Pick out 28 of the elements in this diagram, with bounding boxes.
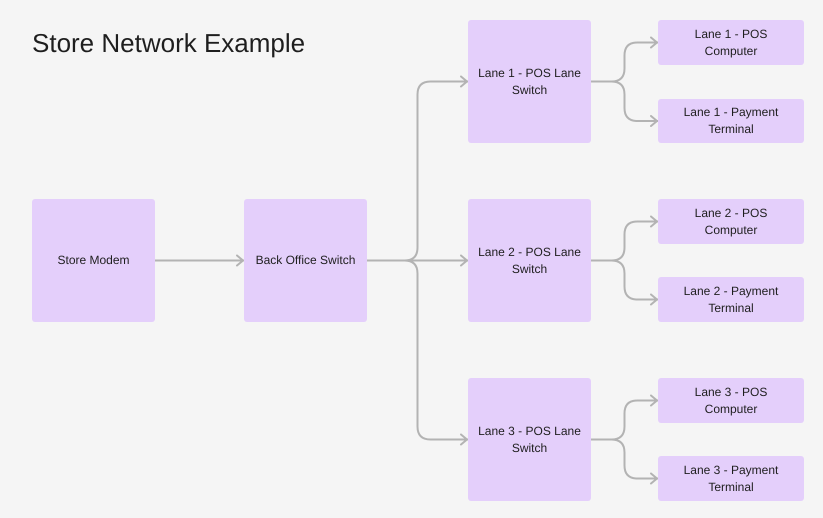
node-label: Store Modem	[57, 252, 130, 269]
device-box	[658, 20, 804, 65]
connector-arrow	[591, 260, 658, 306]
diagram-title: Store Network Example	[32, 28, 306, 59]
device-box	[658, 378, 804, 423]
connector-arrow	[155, 254, 244, 266]
device-box	[468, 20, 591, 143]
connector-arrow	[367, 260, 468, 446]
device-box	[658, 99, 804, 143]
node-label: Lane 1 - POS Lane Switch	[478, 64, 581, 98]
device-box	[468, 378, 591, 501]
node-label: Lane 3 - POS Computer	[694, 384, 768, 418]
node-label: Lane 1 - POS Computer	[694, 26, 768, 60]
device-box	[244, 199, 367, 322]
connector-arrow	[591, 438, 658, 484]
node-label: Lane 3 - POS Lane Switch	[478, 422, 581, 456]
node-label: Lane 2 - Payment Terminal	[682, 282, 780, 316]
device-box	[468, 199, 591, 322]
device-box	[658, 277, 804, 322]
connector-arrow	[591, 80, 658, 127]
device-box	[658, 199, 804, 244]
device-box	[32, 199, 155, 322]
node-label: Lane 3 - Payment Terminal	[682, 462, 780, 496]
device-box	[658, 456, 804, 501]
node-label: Lane 1 - Payment Terminal	[682, 104, 780, 138]
node-label: Back Office Switch	[256, 252, 356, 269]
node-label: Lane 2 - POS Computer	[694, 204, 768, 238]
node-label: Lane 2 - POS Lane Switch	[478, 244, 581, 278]
